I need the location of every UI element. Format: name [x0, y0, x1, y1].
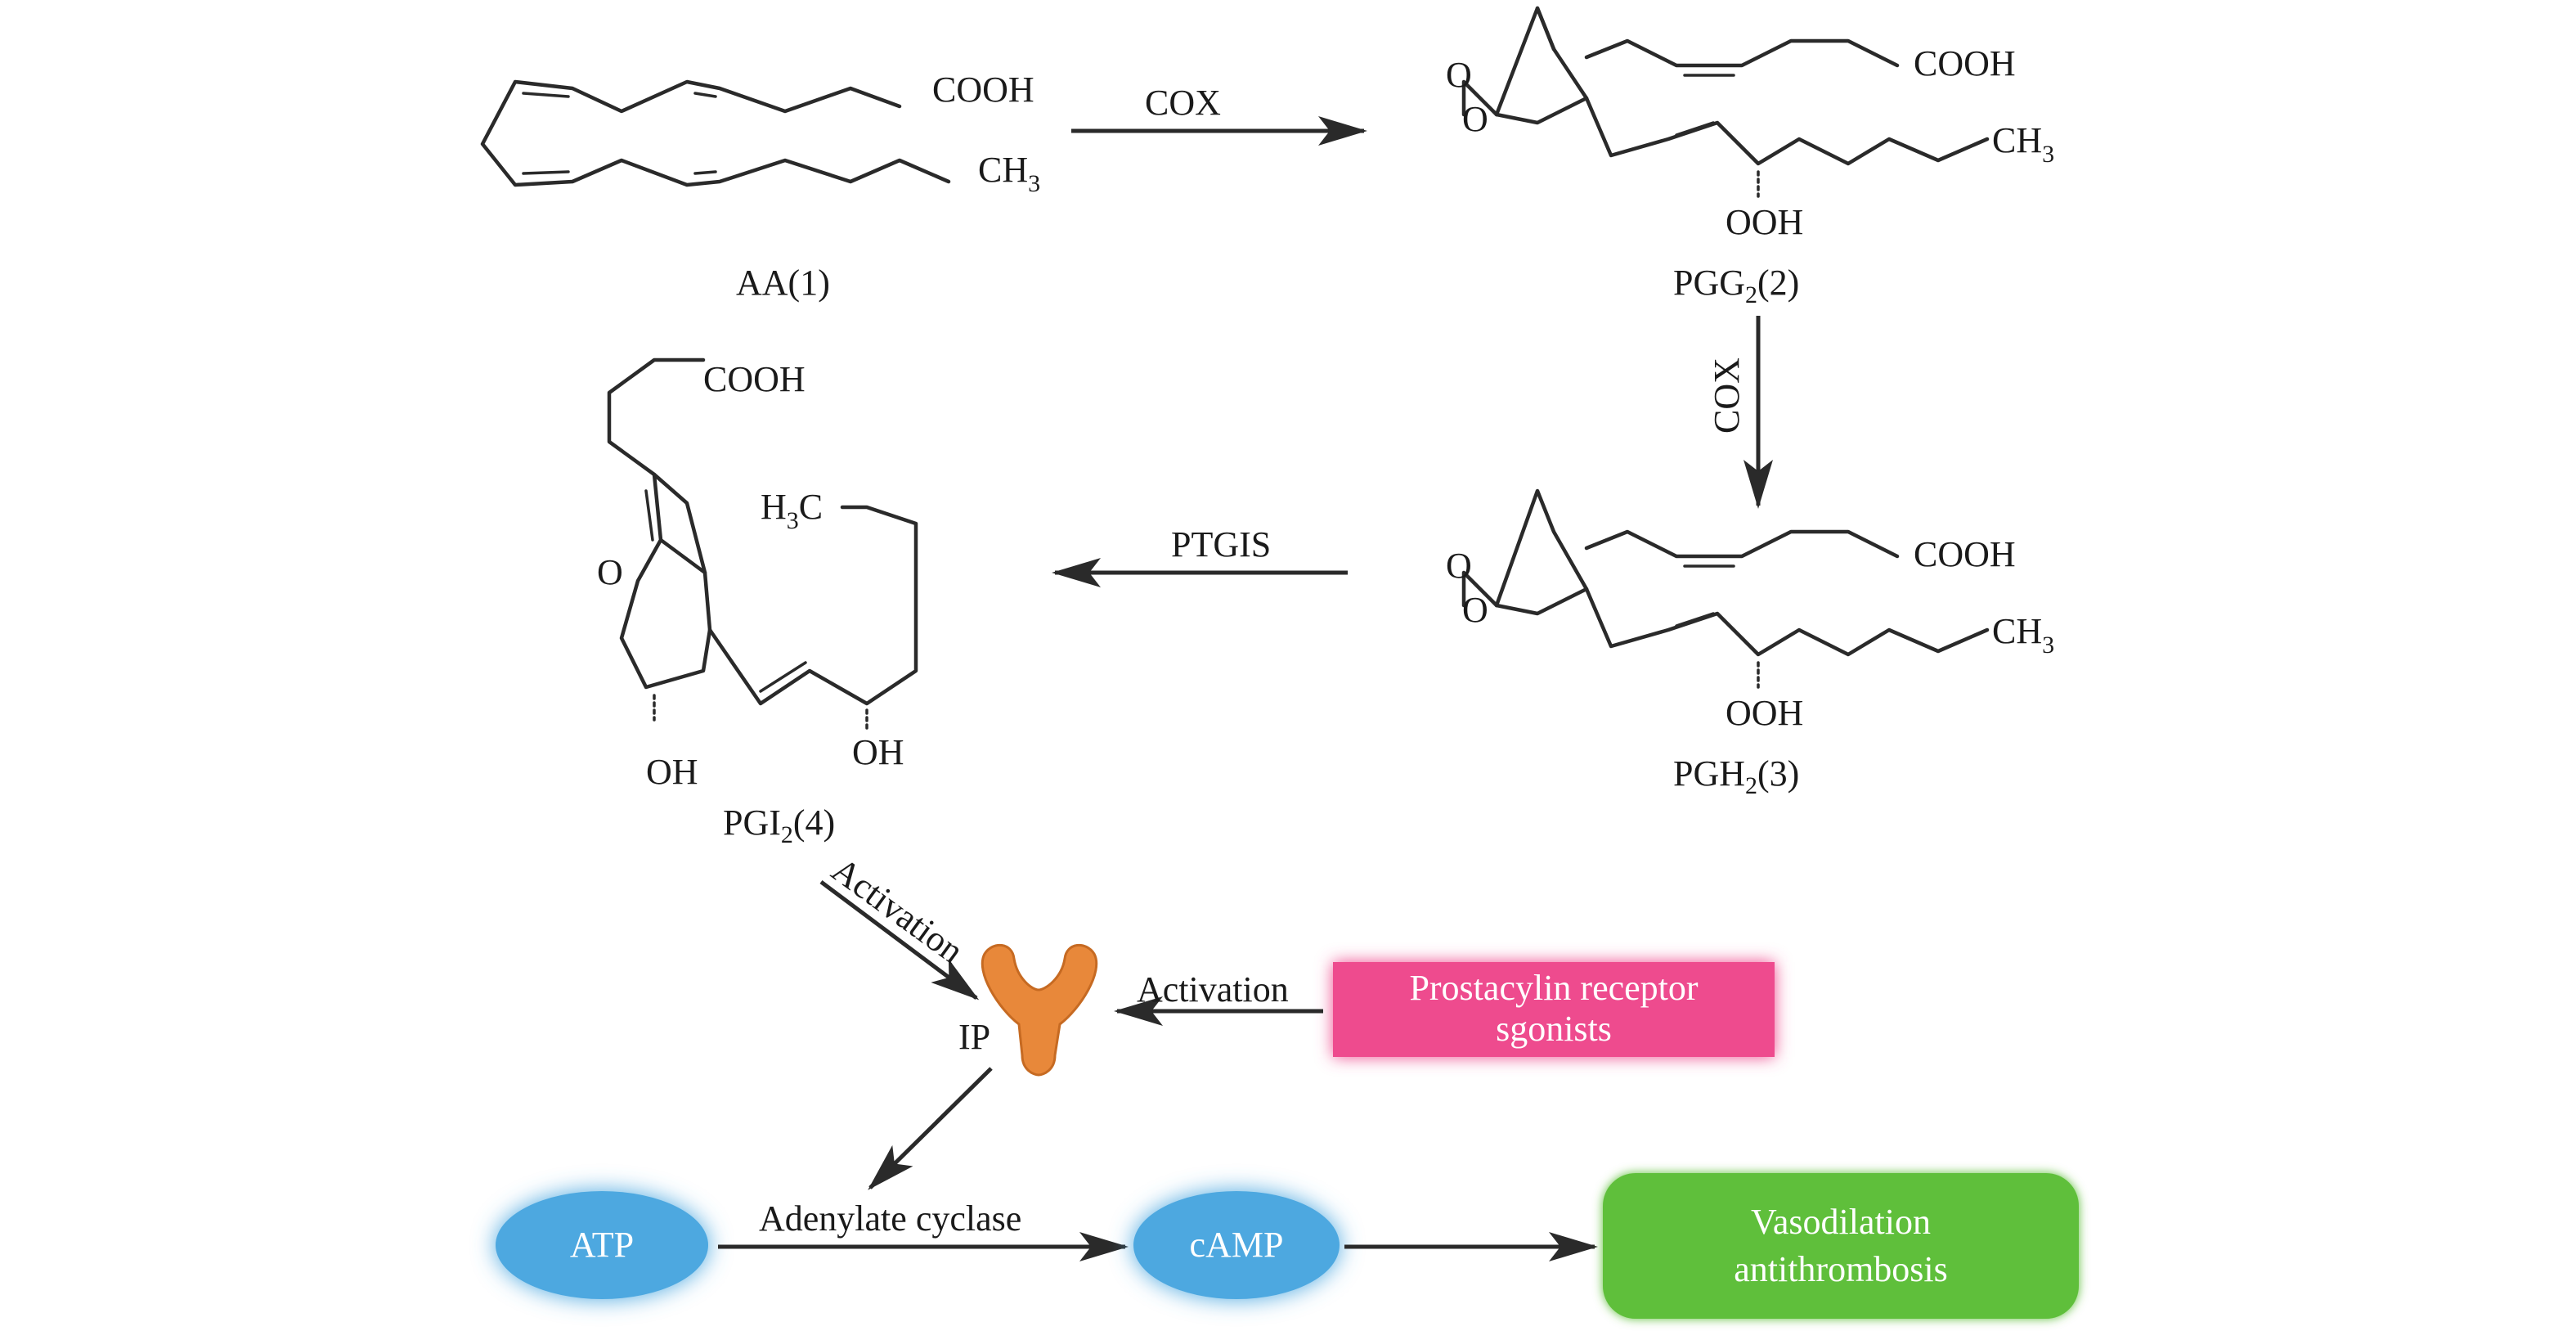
- outcome-line-2: antithrombosis: [1734, 1249, 1948, 1289]
- atp-label: ATP: [570, 1225, 634, 1265]
- agonist-group: Prostacylin receptor sgonists Activation: [1114, 962, 1775, 1057]
- outcome-line-1: Vasodilation: [1751, 1202, 1931, 1242]
- atp-ellipse: [496, 1191, 708, 1299]
- molecule-pgh2: O O COOH CH3 OOH PGH2(3): [1446, 488, 2054, 799]
- molecule-arachidonic-acid: COOH CH3 AA(1): [480, 70, 1040, 303]
- ip-receptor: IP: [958, 944, 1098, 1077]
- pgi2-oh-2: OH: [852, 732, 904, 772]
- arrow-ptgis: PTGIS: [1052, 524, 1348, 587]
- pgi2-o-ring: O: [597, 552, 623, 592]
- molecule-pgi2: COOH H3C O OH OH PGI2(4): [597, 357, 918, 848]
- camp-node: cAMP: [1133, 1191, 1340, 1299]
- camp-label: cAMP: [1190, 1225, 1284, 1265]
- agonist-line-2: sgonists: [1496, 1009, 1612, 1049]
- adenylate-label: Adenylate cyclase: [759, 1198, 1021, 1239]
- aa-label: AA(1): [736, 263, 830, 303]
- pgi2-h3c: H3C: [761, 487, 823, 534]
- agonist-line-1: Prostacylin receptor: [1409, 968, 1698, 1008]
- arrow-cox-1: COX: [1071, 83, 1367, 146]
- arrow-adenylate-cyclase: Adenylate cyclase: [718, 1198, 1129, 1261]
- pgg2-o2: O: [1462, 99, 1488, 139]
- ptgis-label: PTGIS: [1171, 524, 1271, 564]
- pgh2-ooh: OOH: [1726, 693, 1803, 733]
- aa-ch3: CH3: [978, 150, 1040, 197]
- arrow-ip-to-cyclase: [868, 1067, 993, 1190]
- cox-1-label: COX: [1145, 83, 1221, 123]
- pgh2-o2: O: [1462, 590, 1488, 630]
- cox-2-label: COX: [1707, 357, 1747, 434]
- pgh2-o1: O: [1446, 546, 1472, 586]
- pgi2-cooh: COOH: [703, 359, 806, 399]
- outcome-group: Vasodilation antithrombosis: [1603, 1173, 2079, 1319]
- pgg2-o1: O: [1446, 55, 1472, 95]
- arrow-activation-pgi2: Activation: [819, 849, 980, 1001]
- pgg2-ch3: CH3: [1992, 120, 2054, 168]
- pgg2-label: PGG2(2): [1673, 263, 1799, 308]
- pgg2-cooh: COOH: [1914, 43, 2016, 83]
- arrow-cox-2: COX: [1707, 316, 1773, 509]
- molecule-pgg2: O O COOH CH3 OOH PGG2(2): [1446, 6, 2054, 308]
- atp-node: ATP: [496, 1191, 708, 1299]
- aa-cooh: COOH: [932, 70, 1034, 110]
- pgh2-ch3: CH3: [1992, 611, 2054, 659]
- receptor-icon: [981, 944, 1098, 1077]
- pgh2-label: PGH2(3): [1673, 753, 1799, 799]
- activation-1-label: Activation: [824, 849, 971, 971]
- activation-2-label: Activation: [1137, 969, 1289, 1009]
- outcome-box: [1603, 1173, 2079, 1319]
- ip-label: IP: [958, 1017, 990, 1057]
- pgi2-label: PGI2(4): [723, 803, 835, 848]
- camp-ellipse: [1133, 1191, 1340, 1299]
- pgg2-ooh: OOH: [1726, 202, 1803, 242]
- pgi2-oh-1: OH: [646, 752, 698, 792]
- agonist-box: [1333, 962, 1775, 1057]
- pgh2-cooh: COOH: [1914, 534, 2016, 574]
